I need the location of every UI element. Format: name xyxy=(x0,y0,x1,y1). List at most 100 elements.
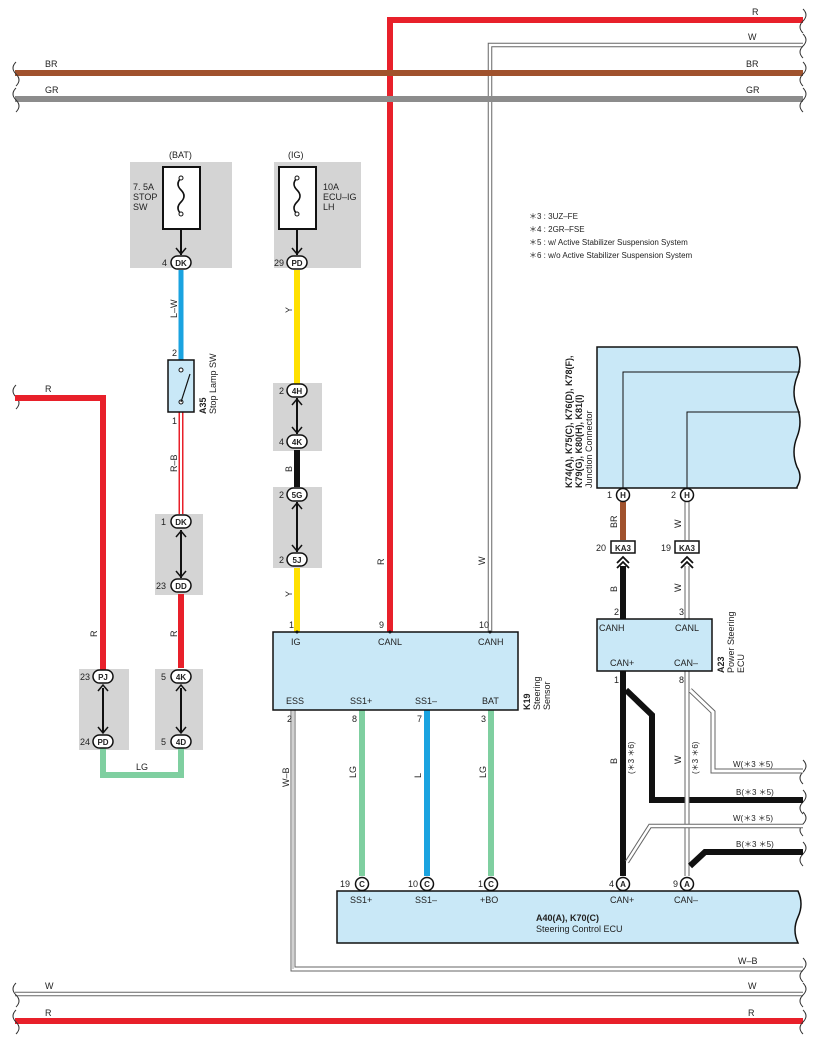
ka3-chevrons xyxy=(616,555,694,569)
sensor-pin-dots xyxy=(295,630,492,634)
ss-ig: IG xyxy=(291,637,301,647)
ss-pin9: 9 xyxy=(379,620,384,630)
ss-ss1p: SS1+ xyxy=(350,696,372,706)
note-4: ＊6 : w/o Active Stabilizer Suspension Sy… xyxy=(529,251,693,260)
label-note6a: (＊3 ＊6) xyxy=(627,741,636,774)
wire-lg-loop xyxy=(100,748,184,778)
sw-pin-bottom: 1 xyxy=(172,416,177,426)
ecu-code-c2: C xyxy=(424,880,430,889)
jn-dd-pin: 23 xyxy=(156,581,166,591)
label-w-canm: W xyxy=(673,755,683,764)
ka-left-pin: 20 xyxy=(596,543,606,553)
jn-pj-pin: 23 xyxy=(80,672,90,682)
jn-4d-code: 4D xyxy=(176,738,186,747)
label-r-bottom-left: R xyxy=(45,1008,52,1018)
ss-ss1m: SS1– xyxy=(415,696,437,706)
fuse-stop-line2: STOP xyxy=(133,192,157,202)
wire-b-canp xyxy=(620,670,803,876)
fuse-stop-pin: 4 xyxy=(162,258,167,268)
fuse-ecu-pin: 29 xyxy=(274,258,284,268)
jc-pin2: 2 xyxy=(671,490,676,500)
ss-bat: BAT xyxy=(482,696,499,706)
label-y-upper: Y xyxy=(284,307,294,313)
ka-right-pin: 19 xyxy=(661,543,671,553)
ps-name-1: Power Steering xyxy=(726,611,736,673)
ka3-boxes xyxy=(610,540,700,554)
label-b-ps: B xyxy=(609,586,619,592)
ecu-code-a2: A xyxy=(684,880,690,889)
label-w-note5b: W(＊3 ＊5) xyxy=(733,814,773,823)
jn-4k2-code: 4K xyxy=(292,438,302,447)
fuse-ecu-line2: ECU–IG xyxy=(323,192,357,202)
ps-id: A23 xyxy=(716,656,726,673)
jn-pd-pin: 24 xyxy=(80,737,90,747)
label-lg-bat: LG xyxy=(478,766,488,778)
wire-wb-ess xyxy=(290,710,803,972)
ecu-canm: CAN– xyxy=(674,895,698,905)
label-y-lower: Y xyxy=(284,591,294,597)
label-br-jc: BR xyxy=(609,515,619,528)
fuse-ecu-line3: LH xyxy=(323,202,335,212)
note-2: ＊4 : 2GR–FSE xyxy=(529,225,585,234)
label-w-ps: W xyxy=(673,583,683,592)
ecu-pin19: 19 xyxy=(340,879,350,889)
label-note6b: (＊3 ＊6) xyxy=(691,741,700,774)
ps-canp: CAN+ xyxy=(610,658,634,668)
ss-name-2: Sensor xyxy=(542,681,552,710)
wire-w-canm xyxy=(625,670,803,876)
steering-ecu-box xyxy=(336,890,802,944)
label-l-ss1m: L xyxy=(413,773,423,778)
jc-id-line1: K74(A), K75(C), K76(D), K78(F), xyxy=(564,355,574,488)
label-w-canh: W xyxy=(477,556,487,565)
jn-pj-code: PJ xyxy=(98,673,108,682)
ecu-id: A40(A), K70(C) xyxy=(536,913,599,923)
ss-ess: ESS xyxy=(286,696,304,706)
label-lg-loop: LG xyxy=(136,762,148,772)
ps-pin8: 8 xyxy=(679,675,684,685)
jn-5g-code: 5G xyxy=(292,491,303,500)
jc-pins xyxy=(615,487,695,503)
jn-4h-pin: 2 xyxy=(279,386,284,396)
note-3: ＊5 : w/ Active Stabilizer Suspension Sys… xyxy=(529,238,688,247)
fuse-ecu-header: (IG) xyxy=(288,150,304,160)
ecu-code-a1: A xyxy=(620,880,626,889)
ka-left: KA3 xyxy=(615,544,632,553)
junction-arrows xyxy=(97,397,303,735)
steering-sensor-box xyxy=(272,631,519,711)
fuse-stop-line1: 7. 5A xyxy=(133,182,154,192)
jc-pin1: 1 xyxy=(607,490,612,500)
label-r-canl: R xyxy=(376,558,386,565)
power-steering-box xyxy=(596,618,713,672)
ss-pin10: 10 xyxy=(479,620,489,630)
label-w-bottom-right: W xyxy=(748,981,757,991)
label-w-bottom-left: W xyxy=(45,981,54,991)
ss-pin1: 1 xyxy=(289,620,294,630)
ecu-bo: +BO xyxy=(480,895,498,905)
label-r-stop-low: R xyxy=(169,630,179,637)
jc-pin2-code: H xyxy=(684,491,690,500)
jn-5g-pin: 2 xyxy=(279,490,284,500)
label-r-bottom-right: R xyxy=(748,1008,755,1018)
label-r-top: R xyxy=(752,7,759,17)
ps-pin2: 2 xyxy=(614,607,619,617)
label-w-top: W xyxy=(748,32,757,42)
stop-lamp-switch xyxy=(167,359,195,413)
fuse-stop-line3: SW xyxy=(133,202,148,212)
jn-pd-code: PD xyxy=(97,738,108,747)
label-b-canp: B xyxy=(609,758,619,764)
ps-canm: CAN– xyxy=(674,658,698,668)
jn-4h-code: 4H xyxy=(292,387,302,396)
jn-dk-code: DK xyxy=(175,518,187,527)
ss-canl: CANL xyxy=(378,637,402,647)
sw-pin-top: 2 xyxy=(172,348,177,358)
label-b-note5: B(＊3 ＊5) xyxy=(736,788,774,797)
ecu-code-c1: C xyxy=(359,880,365,889)
label-gr-right: GR xyxy=(746,85,760,95)
ecu-pin10: 10 xyxy=(408,879,418,889)
ecu-name: Steering Control ECU xyxy=(536,924,623,934)
ss-id: K19 xyxy=(522,693,532,710)
fuse-stop-header: (BAT) xyxy=(169,150,192,160)
label-wb-ess: W–B xyxy=(281,767,291,787)
fuse-stop xyxy=(162,166,201,256)
